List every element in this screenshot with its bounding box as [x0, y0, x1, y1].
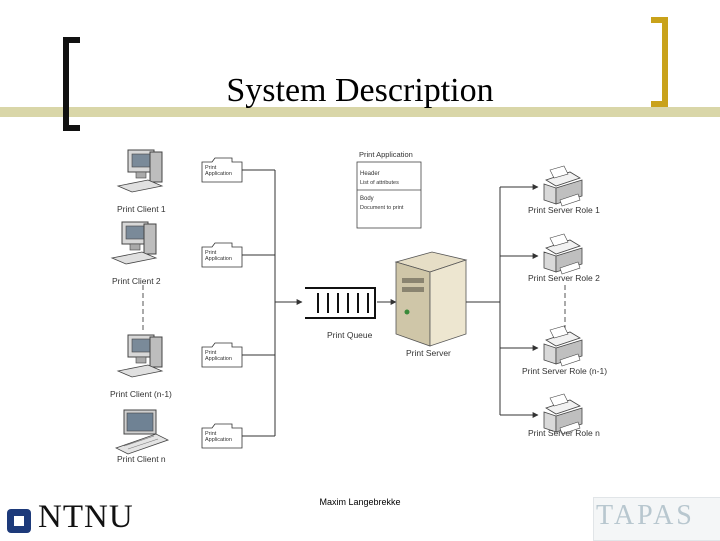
client-n-laptop-icon — [115, 409, 169, 455]
client-1-computer-icon — [117, 149, 163, 193]
client-n1-label: Print Client (n-1) — [110, 389, 172, 399]
application-doc-title: Print Application — [359, 150, 413, 159]
application-header-text: List of attributes — [360, 180, 399, 186]
left-bracket — [63, 37, 80, 131]
server-icon — [394, 251, 468, 347]
printer-n1-label: Print Server Role (n-1) — [522, 366, 608, 376]
client-n-label: Print Client n — [117, 454, 166, 464]
printer-n1-icon — [543, 325, 583, 367]
printer-n-label: Print Server Role n — [528, 428, 600, 438]
application-header-label: Header — [360, 171, 380, 177]
folder-label: Print Application — [205, 431, 232, 443]
printer-2-label: Print Server Role 2 — [528, 273, 600, 283]
printer-1-icon — [543, 165, 583, 207]
tapas-logo — [593, 497, 720, 541]
folder-label: Print Application — [205, 250, 232, 262]
footer-author: Maxim Langebrekke — [319, 497, 401, 507]
print-queue-icon — [305, 287, 376, 319]
print-queue-label: Print Queue — [327, 330, 373, 340]
folder-label: Print Application — [205, 350, 232, 362]
accent-bar — [0, 107, 720, 117]
print-server-label: Print Server — [406, 348, 451, 358]
application-body-label: Body — [360, 196, 374, 202]
tapas-logo-text: TAPAS — [596, 500, 695, 531]
print-application-document — [356, 161, 422, 229]
client-n1-computer-icon — [117, 334, 163, 378]
printer-1-label: Print Server Role 1 — [528, 205, 600, 215]
application-body-text: Document to print — [360, 205, 404, 211]
client-1-label: Print Client 1 — [117, 204, 166, 214]
client-2-label: Print Client 2 — [112, 276, 161, 286]
folder-label: Print Application — [205, 165, 232, 177]
ntnu-logo-icon — [7, 509, 31, 533]
client-2-computer-icon — [111, 221, 157, 265]
ntnu-logo-text: NTNU — [38, 499, 134, 535]
right-bracket — [651, 17, 668, 107]
printer-2-icon — [543, 233, 583, 275]
page-title: System Description — [226, 72, 494, 109]
